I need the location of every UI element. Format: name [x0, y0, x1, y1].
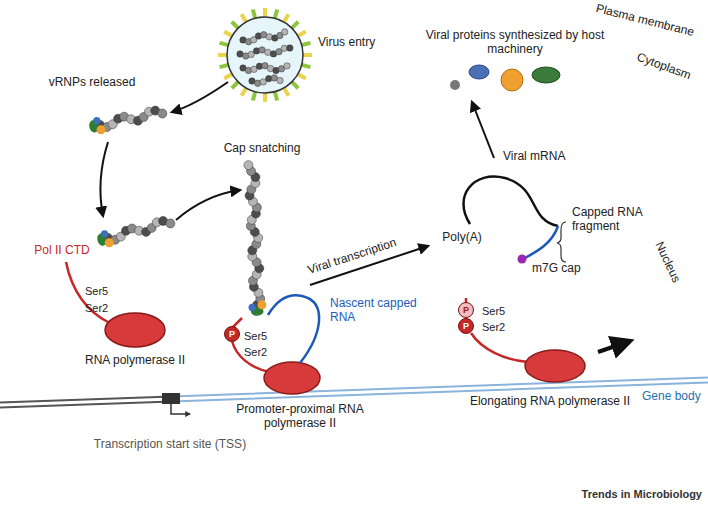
part-label: Transcription start site (TSS)	[94, 437, 246, 451]
protein	[469, 65, 489, 79]
region-label: Cytoplasm	[635, 50, 693, 83]
cap	[518, 255, 527, 264]
part-label: Poly(A)	[442, 230, 481, 244]
protein	[501, 69, 523, 91]
brace	[557, 222, 566, 262]
protein	[532, 67, 560, 83]
step-label: Viral proteins synthesized by host machi…	[425, 28, 605, 56]
part-label: Elongating RNA polymerase II	[470, 394, 630, 408]
direction-arrow	[598, 341, 630, 352]
rna-polymerase	[525, 350, 585, 382]
residue-label: Ser2	[244, 345, 267, 359]
process-arrows	[100, 82, 494, 285]
phospho-circle: P	[458, 318, 474, 334]
ctd-tail	[471, 333, 528, 362]
part-label: Promoter-proximal RNA polymerase II	[235, 402, 365, 430]
phospho-label: P	[229, 329, 235, 339]
virus	[218, 8, 312, 102]
part-label: Pol II CTD	[34, 243, 89, 257]
residue-label: Ser5	[482, 304, 505, 318]
tss-arrow	[171, 404, 190, 414]
region-label: Nucleus	[652, 239, 683, 284]
tss-box	[162, 393, 180, 404]
viral-mrna	[464, 177, 558, 226]
region-label: Plasma membrane	[594, 1, 695, 39]
residue-label: Ser5	[244, 329, 267, 343]
part-label: RNA polymerase II	[85, 353, 185, 367]
phospho-circle: P	[458, 302, 474, 318]
phospho-label: P	[463, 321, 469, 331]
vrnp	[88, 106, 266, 316]
watermark: Trends in Microbiology	[582, 487, 702, 501]
ctd-tail	[232, 341, 270, 372]
residue-label: Ser2	[85, 301, 108, 315]
step-label: Viral mRNA	[503, 149, 565, 163]
residue-label: Ser2	[482, 320, 505, 334]
protein	[450, 80, 460, 90]
residue-label: Ser5	[85, 284, 108, 298]
part-label: Nascent capped RNA	[330, 296, 425, 324]
step-label: Virus entry	[318, 35, 375, 49]
capped-fragment	[525, 226, 558, 258]
ctd-tail	[66, 262, 108, 322]
phospho-circle: P	[224, 326, 240, 342]
part-label: Gene body	[642, 389, 701, 403]
step-label: Cap snatching	[224, 141, 301, 155]
step-label: vRNPs released	[49, 75, 136, 89]
part-label: m7G cap	[532, 261, 581, 275]
rna-polymerase	[105, 313, 165, 347]
rna-polymerase	[264, 362, 320, 394]
nascent-rna	[268, 295, 319, 363]
phospho-label: P	[463, 305, 469, 315]
part-label: Capped RNA fragment	[572, 205, 647, 233]
